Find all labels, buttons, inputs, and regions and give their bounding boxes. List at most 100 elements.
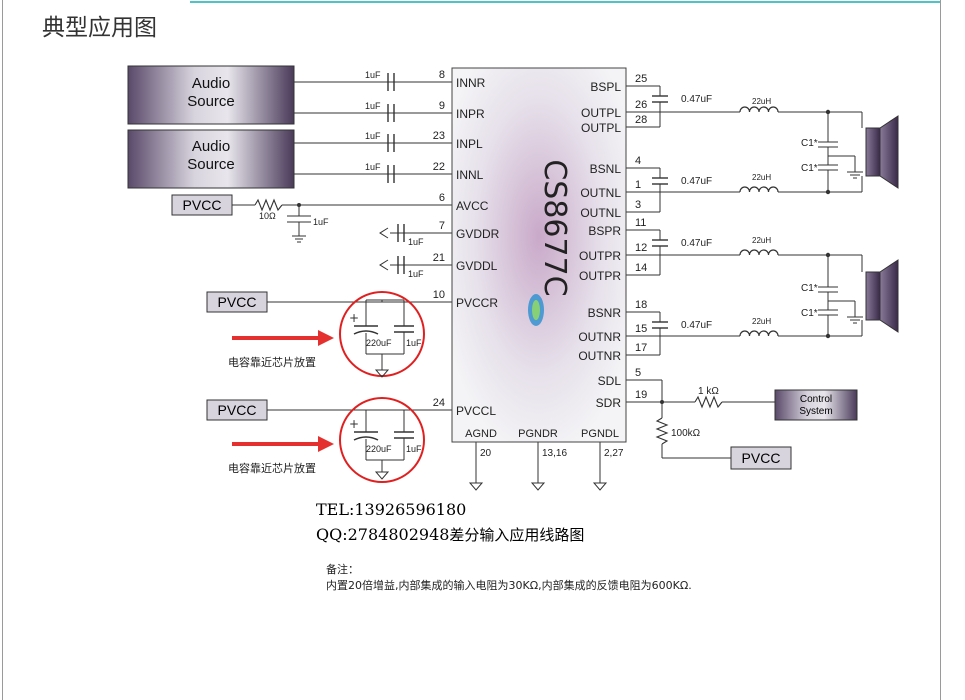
pvcc-box-r: [206, 291, 268, 313]
right-pin-name: OUTPL: [581, 121, 621, 135]
right-pin-name: OUTPR: [579, 249, 621, 263]
decoupling-group-r: +: [339, 291, 425, 378]
right-pin-number: 4: [635, 155, 641, 167]
left-pin-name: INPL: [456, 137, 483, 151]
right-pin-number: 25: [635, 73, 647, 85]
inductor-label: 22uH: [752, 317, 771, 326]
pvcc-label-r: PVCC: [218, 294, 257, 310]
decoupling-group-l: +: [339, 397, 425, 483]
input-capacitors: [387, 73, 405, 274]
inductor-label: 22uH: [752, 97, 771, 106]
sdr-resistor-label: 100kΩ: [671, 428, 701, 439]
left-pin-name: INNL: [456, 168, 484, 182]
bootstrap-cap-label: 0.47uF: [681, 176, 712, 187]
gvdd-cap-label: 1uF: [408, 269, 424, 279]
notes-text: 内置20倍增益,内部集成的输入电阻为30KΩ,内部集成的反馈电阻为600KΩ.: [326, 579, 692, 592]
right-pin-name: OUTPR: [579, 269, 621, 283]
pvcc-label-sdr: PVCC: [742, 450, 781, 466]
right-pin-number: 12: [635, 242, 647, 254]
right-pin-name: OUTNL: [580, 206, 621, 220]
bootstrap-cap-label: 0.47uF: [681, 94, 712, 105]
cap-placement-note: 电容靠近芯片放置: [228, 461, 316, 475]
pvcc-label-l: PVCC: [218, 402, 257, 418]
right-pin-name: OUTNL: [580, 186, 621, 200]
plus-sign: +: [349, 311, 359, 325]
bottom-pin-number: 20: [480, 448, 492, 459]
right-pin-number: 5: [635, 367, 641, 379]
left-pin-number: 23: [433, 130, 445, 142]
cap-placement-note: 电容靠近芯片放置: [228, 355, 316, 369]
right-pin-name: SDR: [596, 396, 622, 410]
right-pin-number: 17: [635, 342, 647, 354]
pvcc-label-avcc: PVCC: [183, 197, 222, 213]
right-pin-number: 15: [635, 323, 647, 335]
elec-cap-label: 220uF: [366, 444, 392, 454]
right-pin-number: 3: [635, 199, 641, 211]
elec-cap-label: 220uF: [366, 338, 392, 348]
top-accent-line: [190, 1, 940, 3]
right-pin-number: 14: [635, 262, 647, 274]
right-pin-number: 1: [635, 179, 641, 191]
bottom-pin-number: 2,27: [604, 448, 624, 459]
avcc-cap-label: 1uF: [313, 217, 329, 227]
small-cap-label: 1uF: [406, 338, 422, 348]
c1-label: C1*: [801, 308, 818, 319]
input-cap-label: 1uF: [365, 70, 381, 80]
c1-label: C1*: [801, 283, 818, 294]
left-pin-number: 9: [439, 100, 445, 112]
bootstrap-cap-label: 0.47uF: [681, 238, 712, 249]
page-heading: 典型应用图: [42, 15, 157, 41]
audio-source-1: Audio Source: [127, 65, 295, 125]
junction-dots: [297, 109, 831, 404]
avcc-resistor-label: 10Ω: [259, 211, 276, 221]
right-pin-name: SDL: [598, 374, 622, 388]
right-frame-line: [940, 0, 941, 700]
right-pin-name: BSNR: [588, 306, 622, 320]
right-pin-number: 26: [635, 99, 647, 111]
left-pin-name: PVCCL: [456, 404, 496, 418]
left-pin-number: 21: [433, 252, 445, 264]
left-pin-name: AVCC: [456, 199, 489, 213]
left-pin-number: 8: [439, 69, 445, 81]
chip-body: [451, 67, 627, 443]
audio-source-1-line1: Audio: [192, 75, 230, 92]
left-pin-number: 7: [439, 220, 445, 232]
inductor-label: 22uH: [752, 173, 771, 182]
pvcc-box-sdr: [730, 446, 792, 470]
red-arrow-icons: [232, 330, 334, 452]
ground-symbols: [292, 171, 863, 491]
left-frame-line: [2, 0, 3, 700]
plus-sign: +: [349, 417, 359, 431]
left-pin-number: 24: [433, 397, 445, 409]
chip-name: CS8677C: [537, 159, 572, 296]
right-pin-number: 11: [635, 217, 646, 229]
wiring: [232, 81, 863, 483]
input-cap-label: 1uF: [365, 131, 381, 141]
inductors: [739, 106, 779, 337]
qq-line: QQ:2784802948差分输入应用线路图: [316, 524, 584, 545]
bootstrap-capacitors: [652, 95, 668, 329]
left-pin-name: INPR: [456, 107, 485, 121]
left-pin-name: PVCCR: [456, 296, 498, 310]
pvcc-box-l: [206, 399, 268, 421]
diagram-caption: 差分输入应用线路图: [449, 526, 585, 544]
notes: 备注： 内置20倍增益,内部集成的输入电阻为30KΩ,内部集成的反馈电阻为600…: [326, 562, 692, 594]
right-pin-name: OUTNR: [578, 330, 621, 344]
left-pin-name: GVDDL: [456, 259, 498, 273]
sdl-resistor-label: 1 kΩ: [698, 386, 719, 397]
c1-label: C1*: [801, 163, 818, 174]
bottom-pin-name: PGNDL: [581, 428, 619, 440]
audio-source-2-line2: Source: [187, 156, 235, 173]
small-cap-label: 1uF: [406, 444, 422, 454]
left-pin-number: 6: [439, 192, 445, 204]
left-pin-number: 10: [433, 289, 445, 301]
bottom-pin-number: 13,16: [542, 448, 567, 459]
left-pin-number: 22: [433, 161, 445, 173]
input-cap-label: 1uF: [365, 101, 381, 111]
left-pin-name: INNR: [456, 76, 486, 90]
audio-source-2-line1: Audio: [192, 138, 230, 155]
bottom-pin-name: AGND: [465, 428, 497, 440]
